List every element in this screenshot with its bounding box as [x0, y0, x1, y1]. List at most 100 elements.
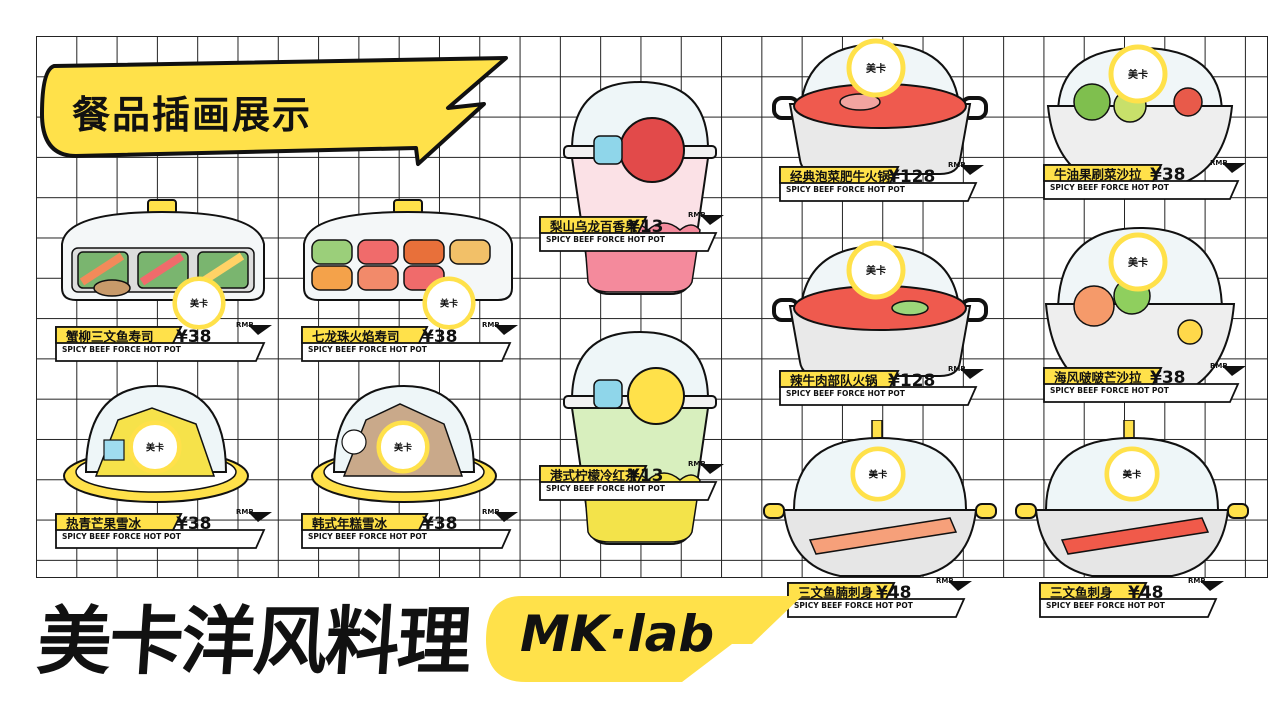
svg-text:美卡: 美卡: [866, 62, 886, 75]
svg-text:美卡: 美卡: [146, 442, 164, 454]
item-name: 七龙珠火焰寿司: [312, 329, 400, 344]
item-currency: RMB: [948, 365, 966, 373]
item-currency: RMB: [936, 577, 954, 585]
rice-cake-bingsu-illustration: [311, 384, 497, 503]
item-name: 梨山乌龙百香果: [550, 219, 638, 234]
mklab-badge: 美卡: [846, 240, 906, 300]
item-currency: RMB: [236, 508, 254, 516]
item-price: ¥48: [1128, 583, 1164, 603]
item-currency: RMB: [236, 321, 254, 329]
item-name: 热青芒果雪冰: [66, 516, 142, 531]
tag-shape: [779, 165, 984, 202]
lemon-tea-illustration: [563, 330, 717, 545]
item-subtitle: SPICY BEEF FORCE HOT POT: [1050, 183, 1169, 192]
item-price: ¥38: [176, 514, 212, 534]
brand-en-banner: [486, 596, 802, 682]
brand-english-name: MK·lab: [520, 605, 715, 663]
svg-text:美卡: 美卡: [1128, 256, 1148, 269]
passion-fruit-tea-illustration: [563, 80, 717, 295]
item-subtitle: SPICY BEEF FORCE HOT POT: [308, 345, 427, 354]
tag-shape: [1043, 163, 1246, 200]
item-name: 三文鱼刺身: [1050, 585, 1113, 600]
item-price: ¥13: [628, 217, 664, 237]
item-currency: RMB: [482, 321, 500, 329]
title-banner: [40, 56, 508, 166]
item-price: ¥38: [422, 327, 458, 347]
mklab-badge: 美卡: [128, 420, 182, 474]
sushi-box-illustration: [61, 199, 265, 301]
item-subtitle: SPICY BEEF FORCE HOT POT: [786, 389, 905, 398]
item-subtitle: SPICY BEEF FORCE HOT POT: [546, 235, 665, 244]
item-name: 牛油果刷菜沙拉: [1054, 167, 1142, 182]
item-price: ¥128: [888, 167, 936, 187]
svg-text:美卡: 美卡: [394, 442, 412, 454]
item-subtitle: SPICY BEEF FORCE HOT POT: [1050, 386, 1169, 395]
item-price: ¥13: [628, 466, 664, 486]
item-subtitle: SPICY BEEF FORCE HOT POT: [1046, 601, 1165, 610]
item-currency: RMB: [1210, 159, 1228, 167]
item-price: ¥38: [1150, 165, 1186, 185]
svg-text:美卡: 美卡: [869, 469, 888, 481]
item-subtitle: SPICY BEEF FORCE HOT POT: [794, 601, 913, 610]
item-currency: RMB: [1188, 577, 1206, 585]
svg-text:美卡: 美卡: [440, 298, 458, 310]
tag-shape: [301, 325, 518, 362]
item-name: 韩式年糕雪冰: [312, 516, 388, 531]
item-subtitle: SPICY BEEF FORCE HOT POT: [308, 532, 427, 541]
page-title: 餐品插画展示: [72, 93, 313, 137]
item-name: 三文鱼腩刺身: [798, 585, 874, 600]
tag-shape: [787, 581, 972, 618]
svg-text:美卡: 美卡: [1123, 469, 1142, 481]
svg-text:美卡: 美卡: [190, 298, 208, 310]
item-subtitle: SPICY BEEF FORCE HOT POT: [786, 185, 905, 194]
svg-text:美卡: 美卡: [1128, 68, 1148, 81]
item-currency: RMB: [1210, 362, 1228, 370]
mklab-badge: 美卡: [1104, 446, 1160, 502]
item-name: 蟹柳三文鱼寿司: [66, 329, 154, 344]
tag-shape: [539, 215, 724, 252]
mklab-badge: 美卡: [376, 420, 430, 474]
item-currency: RMB: [482, 508, 500, 516]
item-name: 辣牛肉部队火锅: [790, 373, 878, 388]
item-subtitle: SPICY BEEF FORCE HOT POT: [62, 532, 181, 541]
item-price: ¥38: [176, 327, 212, 347]
item-price: ¥48: [876, 583, 912, 603]
tag-shape: [301, 512, 518, 549]
svg-text:美卡: 美卡: [866, 264, 886, 277]
item-price: ¥38: [1150, 368, 1186, 388]
tag-shape: [1039, 581, 1224, 618]
tag-shape: [55, 325, 272, 362]
item-name: 港式柠檬冷红茶: [550, 468, 638, 483]
item-subtitle: SPICY BEEF FORCE HOT POT: [62, 345, 181, 354]
item-currency: RMB: [688, 211, 706, 219]
tag-shape: [55, 512, 272, 549]
item-price: ¥128: [888, 371, 936, 391]
item-currency: RMB: [688, 460, 706, 468]
mklab-badge: 美卡: [1108, 232, 1168, 292]
mklab-badge: 美卡: [1108, 44, 1168, 104]
mklab-badge: 美卡: [850, 446, 906, 502]
mklab-badge: 美卡: [846, 38, 906, 98]
item-subtitle: SPICY BEEF FORCE HOT POT: [546, 484, 665, 493]
tag-shape: [779, 369, 984, 406]
mklab-badge: 美卡: [422, 276, 476, 330]
item-currency: RMB: [948, 161, 966, 169]
item-price: ¥38: [422, 514, 458, 534]
fire-sushi-illustration: [303, 199, 513, 301]
item-name: 海风啵啵芒沙拉: [1054, 370, 1142, 385]
item-name: 经典泡菜肥牛火锅: [790, 169, 891, 184]
brand-chinese-name: 美卡洋风料理: [34, 599, 473, 685]
